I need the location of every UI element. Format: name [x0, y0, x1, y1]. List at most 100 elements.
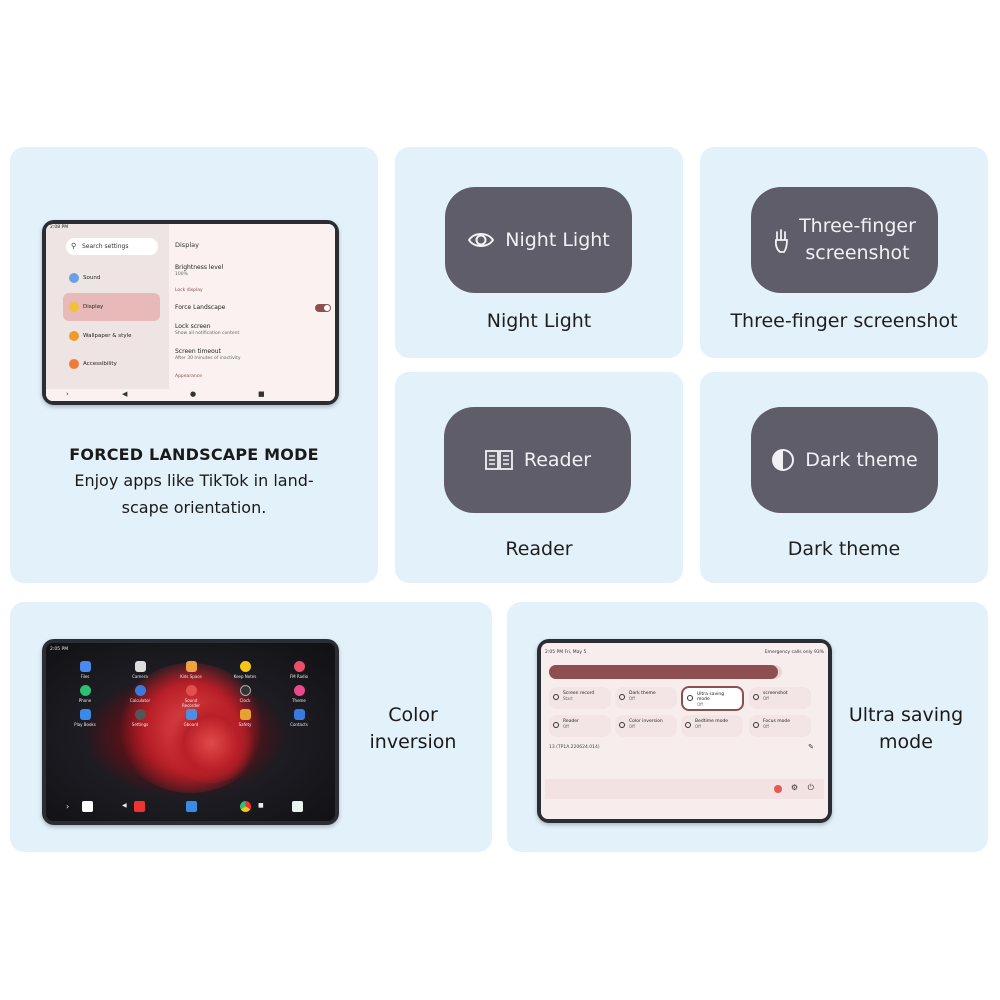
tile-sub: Start — [563, 696, 573, 701]
search-input[interactable]: ⚲ Search settings — [66, 238, 158, 255]
tile-sub: Off — [629, 696, 635, 701]
force-landscape-label: Force Landscape — [175, 304, 226, 311]
app-gboard[interactable]: Gboard — [178, 709, 204, 727]
app-contacts[interactable]: Contacts — [286, 709, 312, 727]
landscape-description-line2: scape orientation. — [121, 498, 267, 517]
three-finger-panel: Three-finger screenshot Three-finger scr… — [700, 147, 988, 358]
force-landscape-toggle[interactable] — [315, 304, 331, 312]
app-safety[interactable]: Safety — [232, 709, 258, 727]
sound-icon — [69, 273, 79, 283]
brightness-setting[interactable]: Brightness level 100% — [175, 264, 223, 277]
build-number: 13 (TP1A.220624.014) — [549, 745, 600, 750]
chrome-icon[interactable] — [240, 801, 251, 812]
recents-icon[interactable]: ■ — [258, 802, 264, 809]
qs-date: 2:05 PM Fri, May 5 — [545, 650, 587, 655]
app-fm-radio[interactable]: FM Radio — [286, 661, 312, 679]
app-label: Safety — [238, 722, 252, 727]
sidebar-item-label: Display — [83, 304, 104, 310]
app-label: Sound Recorder — [182, 698, 200, 708]
screen-timeout-setting[interactable]: Screen timeout After 30 minutes of inact… — [175, 348, 241, 361]
app-settings[interactable]: Settings — [127, 709, 153, 727]
qs-footer: ⚙ ⏻ — [545, 779, 824, 799]
calculator-icon — [134, 685, 146, 696]
app-drawer-icon[interactable] — [292, 801, 303, 812]
gboard-icon — [185, 709, 197, 720]
night-light-pill[interactable]: Night Light — [445, 187, 632, 293]
brightness-slider[interactable] — [549, 665, 778, 679]
clock-icon — [239, 685, 251, 696]
home-screen: 2:05 PM Files Camera Kids Space Keep Not… — [46, 643, 335, 821]
app-calculator[interactable]: Calculator — [127, 685, 153, 703]
app-label: Theme — [292, 698, 306, 703]
dark-theme-pill-label: Dark theme — [805, 448, 918, 471]
sidebar-item-sound[interactable]: Sound — [63, 264, 160, 292]
status-time: 2:05 PM — [50, 647, 69, 652]
app-label: Gboard — [183, 722, 199, 727]
status-bar: 2:05 PM — [46, 646, 335, 654]
app-keep-notes[interactable]: Keep Notes — [232, 661, 258, 679]
app-files[interactable]: Files — [72, 661, 98, 679]
quick-settings-screen: 2:05 PM Fri, May 5 Emergency calls only … — [541, 643, 828, 819]
chevron-right-icon[interactable]: › — [66, 390, 69, 398]
bedtime-icon — [685, 722, 691, 728]
app-clock[interactable]: Clock — [232, 685, 258, 703]
tile-sub: Off — [695, 724, 701, 729]
app-label: Kids Space — [180, 674, 202, 679]
reader-caption: Reader — [505, 538, 573, 560]
record-icon — [553, 694, 559, 700]
recents-icon[interactable]: ■ — [258, 390, 265, 398]
app-label: Clock — [239, 698, 251, 703]
landscape-description-line1: Enjoy apps like TikTok in land- — [74, 471, 314, 490]
sidebar-item-accessibility[interactable]: Accessibility — [63, 350, 160, 378]
edit-icon[interactable]: ✎ — [808, 743, 814, 751]
wallpaper-icon — [69, 331, 79, 341]
dark-theme-pill[interactable]: Dark theme — [751, 407, 938, 513]
app-kids-space[interactable]: Kids Space — [178, 661, 204, 679]
gear-icon[interactable]: ⚙ — [790, 783, 798, 792]
ultra-saving-label-line2: mode — [879, 731, 933, 753]
sidebar-item-wallpaper[interactable]: Wallpaper & style — [63, 322, 160, 350]
night-light-pill-label: Night Light — [505, 228, 610, 251]
back-icon[interactable]: ◀ — [122, 802, 127, 809]
gallery-icon[interactable] — [186, 801, 197, 812]
night-light-caption: Night Light — [486, 310, 592, 332]
sidebar-item-display[interactable]: Display — [63, 293, 160, 321]
three-finger-pill-line1: Three-finger — [799, 215, 916, 237]
home-icon[interactable]: ● — [190, 390, 197, 398]
back-icon[interactable]: ◀ — [122, 390, 128, 398]
lock-screen-setting[interactable]: Lock screen Show all notification conten… — [175, 323, 239, 336]
color-inversion-panel: 2:05 PM Files Camera Kids Space Keep Not… — [10, 602, 492, 852]
power-icon[interactable]: ⏻ — [807, 783, 814, 792]
app-theme[interactable]: Theme — [286, 685, 312, 703]
youtube-icon[interactable] — [134, 801, 145, 812]
book-icon — [553, 722, 559, 728]
tile-sub: Off — [697, 702, 703, 707]
app-camera[interactable]: Camera — [127, 661, 153, 679]
reader-pill-label: Reader — [523, 448, 592, 471]
reader-pill[interactable]: Reader — [444, 407, 631, 513]
page-title: Display — [175, 241, 199, 249]
status-bar: 2:08 PM — [46, 224, 169, 232]
accessibility-icon — [69, 359, 79, 369]
calendar-icon[interactable] — [82, 801, 93, 812]
tile-sub: Off — [629, 724, 635, 729]
force-landscape-setting[interactable]: Force Landscape — [175, 304, 335, 311]
user-icon[interactable] — [774, 785, 782, 793]
app-phone[interactable]: Phone — [72, 685, 98, 703]
app-sound-recorder[interactable]: Sound Recorder — [178, 685, 204, 708]
app-label: FM Radio — [289, 674, 309, 679]
brightness-value: 100% — [175, 272, 188, 277]
book-icon — [484, 449, 514, 471]
chevron-right-icon[interactable]: › — [66, 802, 70, 811]
app-play-books[interactable]: Play Books — [72, 709, 98, 727]
three-finger-pill[interactable]: Three-finger screenshot — [751, 187, 938, 293]
color-inversion-label-line1: Color — [388, 704, 438, 726]
